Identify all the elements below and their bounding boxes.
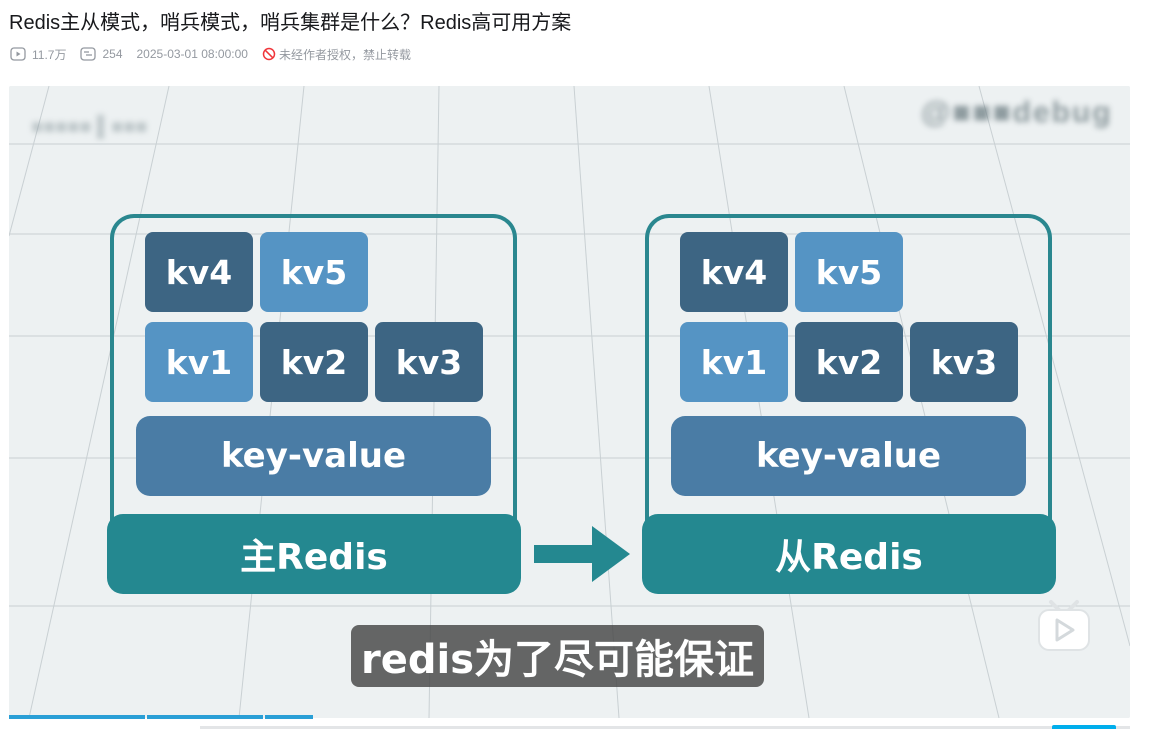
master-key-value-store: key-value [136,416,491,496]
slave-kv4: kv4 [680,232,788,312]
bottom-action-button[interactable] [1052,725,1116,729]
publish-time: 2025-03-01 08:00:00 [136,47,248,61]
danmaku-icon [80,47,97,61]
video-subtitle: redis为了尽可能保证 [351,625,765,687]
bilibili-tv-icon[interactable] [1035,598,1093,652]
copyright-notice: 未经作者授权，禁止转载 [262,46,411,63]
master-redis-label: 主Redis [107,514,521,594]
slave-kv5: kv5 [795,232,903,312]
master-kv4: kv4 [145,232,253,312]
slave-redis-node: kv4 kv5 kv1 kv2 kv3 key-value 从Redis [642,214,1056,594]
video-player[interactable]: ■■■■■ ▌■■■ @■■■debug kv4 kv5 kv1 kv2 kv3… [9,86,1130,718]
progress-strip [9,715,315,719]
danmaku-count: 254 [80,47,123,61]
view-count-value: 11.7万 [32,47,67,62]
master-kv5: kv5 [260,232,368,312]
no-repost-icon [262,47,276,61]
slave-kv1: kv1 [680,322,788,402]
master-redis-node: kv4 kv5 kv1 kv2 kv3 key-value 主Redis [107,214,521,594]
video-meta: 11.7万 254 2025-03-01 08:00:00 未经作者授权，禁止转… [10,45,411,63]
grid-background [9,86,1130,718]
video-title: Redis主从模式，哨兵模式，哨兵集群是什么？Redis高可用方案 [9,12,572,34]
danmaku-count-value: 254 [102,47,123,61]
bottom-divider [200,726,1130,729]
view-count: 11.7万 [10,46,66,63]
play-count-icon [10,47,26,61]
master-kv3: kv3 [375,322,483,402]
slave-key-value-store: key-value [671,416,1026,496]
copyright-text: 未经作者授权，禁止转载 [278,47,411,62]
slave-kv2: kv2 [795,322,903,402]
watermark-left: ■■■■■ ▌■■■ [31,116,148,138]
slave-redis-label: 从Redis [642,514,1056,594]
master-redis-frame [110,214,517,534]
slave-kv3: kv3 [910,322,1018,402]
master-kv1: kv1 [145,322,253,402]
arrow-right-icon [534,526,630,582]
master-kv2: kv2 [260,322,368,402]
slave-redis-frame [645,214,1052,534]
watermark-right: @■■■debug [921,96,1113,129]
